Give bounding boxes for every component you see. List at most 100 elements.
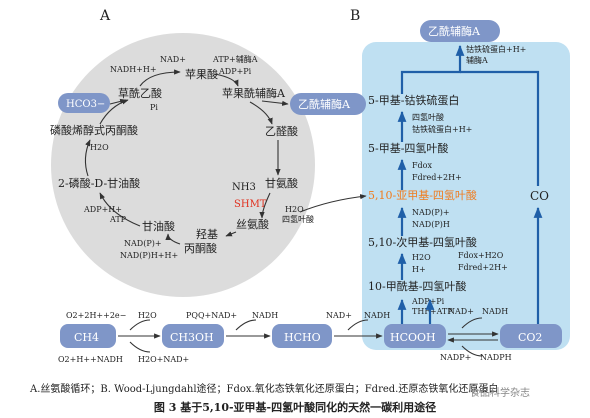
- hcho-node: [272, 324, 332, 348]
- wl-methenyl-thf: 5,10-次甲基-四氢叶酸: [368, 235, 477, 249]
- arrow-oxal-malate: [139, 69, 181, 87]
- cycle-nadh: NADH+H+: [110, 65, 157, 74]
- arrow-hcho-cof-top: [347, 319, 369, 331]
- wood-ljungdahl-background: [362, 42, 570, 350]
- cycle-hydroxypyruvate-2: 丙酮酸: [184, 241, 217, 255]
- cycle-oxaloacetate: 草酰乙酸: [118, 86, 162, 100]
- hcooh-label: HCOOH: [390, 331, 436, 344]
- wl-fd-red: Fdred+2H+: [412, 173, 462, 182]
- cycle-hydroxypyruvate-1: 羟基: [196, 227, 218, 241]
- bottom-nadh-2: NADH: [364, 311, 390, 320]
- wl-formyl-thf: 10-甲酰基-四氢叶酸: [368, 279, 466, 293]
- cycle-adp-pi: ADP+Pi: [218, 67, 252, 76]
- cycle-malate: 苹果酸: [185, 67, 218, 81]
- arrow-acetyl-out: [261, 100, 289, 106]
- cycle-h2o-thf: H2O: [285, 205, 304, 214]
- arrow-ch4-cof-bot: [129, 341, 151, 353]
- arrow-co2-cof-bot: [461, 345, 483, 357]
- hco3-node: [58, 93, 110, 113]
- cycle-pep: 磷酸烯醇式丙酮酸: [50, 123, 138, 137]
- arrow-ch3oh-cof-top: [235, 319, 257, 331]
- wl-coa: 辅酶A: [466, 55, 488, 65]
- cycle-serine: 丝氨酸: [236, 217, 269, 231]
- arrow-malylcoa-glyox: [249, 101, 273, 125]
- arrow-hco3-in: [109, 98, 127, 105]
- wl-fe-s-in: 钴铁硫蛋白+H+: [466, 44, 526, 54]
- ch3oh-label: CH3OH: [170, 331, 214, 344]
- ch4-label: CH4: [74, 331, 99, 344]
- arrow-serine-hp: [225, 231, 237, 237]
- wl-nadph: NAD(P)H: [412, 220, 450, 229]
- panel-a-label: A: [99, 8, 111, 24]
- cycle-nadph: NAD(P)H+H+: [120, 251, 178, 260]
- wl-fd-ox: Fdox: [412, 161, 432, 170]
- arrow-thf-link: [299, 194, 367, 213]
- bottom-o2-in: O2+2H++2e−: [66, 311, 126, 320]
- wl-co-top: [460, 70, 540, 186]
- arrow-hp-glycerate: [165, 233, 181, 245]
- cycle-glyoxylate: 乙醛酸: [265, 124, 298, 138]
- cycle-thf: 四氢叶酸: [282, 214, 314, 224]
- bottom-nadp: NADP+: [440, 353, 471, 362]
- wl-methylfes-top: [400, 44, 465, 94]
- watermark: 食品科学杂志: [470, 388, 530, 399]
- wl-fe-s: 钴铁硫蛋白+H+: [412, 124, 472, 134]
- cycle-h2o-pg: H2O: [90, 143, 109, 152]
- bottom-h2o-1: H2O: [138, 311, 157, 320]
- arrow-hcooh-cof-top: [461, 317, 483, 329]
- acetyl-coa-label-b: 乙酰辅酶A: [428, 24, 481, 38]
- bottom-nad-2: NAD+: [326, 311, 352, 320]
- acetyl-coa-label-a: 乙酰辅酶A: [298, 97, 351, 111]
- cycle-atp-coa: ATP+辅酶A: [212, 54, 258, 64]
- bottom-nadph: NADPH: [480, 353, 512, 362]
- cycle-pi-pep: Pi: [150, 103, 158, 112]
- wl-thf: 四氢叶酸: [412, 112, 444, 122]
- cycle-shmt: SHMT: [234, 199, 267, 210]
- wl-adp-pi: ADP+Pi: [411, 297, 445, 306]
- bottom-nadh-3: NADH: [482, 307, 508, 316]
- cycle-nadp: NAD(P)+: [124, 239, 162, 248]
- ch4-node: [60, 324, 116, 348]
- cycle-adp-h: ADP+H+: [83, 205, 122, 214]
- serine-cycle-background: [51, 33, 315, 297]
- wl-fdred-2h: Fdred+2H+: [458, 263, 508, 272]
- figure-legend: A.丝氨酸循环；B. Wood-Ljungdahl途径；Fdox.氧化态铁氧化还…: [30, 384, 499, 395]
- co2-label: CO2: [518, 331, 542, 344]
- acetyl-coa-node-a: [290, 93, 366, 115]
- wl-h2o: H2O: [412, 253, 431, 262]
- wl-fdox-h2o: Fdox+H2O: [458, 251, 504, 260]
- wl-hplus: H+: [412, 265, 426, 274]
- wl-co: CO: [530, 189, 549, 203]
- acetyl-coa-node-b: [420, 20, 500, 42]
- hcooh-node: [384, 324, 446, 348]
- arrow-glycerate-2pg: [99, 192, 141, 227]
- figure-title: 图 3 基于5,10-亚甲基-四氢叶酸同化的天然一碳利用途径: [153, 401, 437, 414]
- cycle-malyl-coa: 苹果酰辅酶A: [222, 86, 286, 100]
- arrow-ch4-cof-top: [129, 319, 151, 331]
- bottom-nadh-1: NADH: [252, 311, 278, 320]
- panel-b-label: B: [350, 8, 360, 24]
- cycle-nad: NAD+: [160, 55, 186, 64]
- wl-methyl-thf: 5-甲基-四氢叶酸: [368, 141, 448, 155]
- bottom-nad-3: NAD+: [448, 307, 474, 316]
- co2-node: [500, 324, 562, 348]
- hcho-label: HCHO: [284, 331, 321, 344]
- cycle-nh3: NH3: [232, 182, 256, 193]
- wl-methyl-fe-s: 5-甲基-钴铁硫蛋白: [368, 93, 459, 107]
- arrow-2pg-pep: [84, 139, 91, 177]
- cycle-glycine: 甘氨酸: [265, 176, 298, 190]
- wl-methylene-thf: 5,10-亚甲基-四氢叶酸: [368, 188, 477, 202]
- wl-thf-atp: THF+ATP: [412, 307, 453, 316]
- bottom-pqq: PQQ+NAD+: [186, 311, 237, 320]
- cycle-2pg: 2-磷酸-D-甘油酸: [58, 176, 140, 190]
- arrow-malate-malylcoa: [214, 73, 239, 87]
- hco3-label: HCO3−: [66, 99, 105, 110]
- cycle-atp: ATP: [109, 215, 127, 224]
- cycle-glycerate: 甘油酸: [142, 219, 175, 233]
- wl-nadp: NAD(P)+: [412, 208, 450, 217]
- ch3oh-node: [162, 324, 224, 348]
- arrow-glycine-serine: [259, 192, 271, 219]
- bottom-h2o-nad: H2O+NAD+: [138, 355, 189, 364]
- bottom-o2-out: O2+H++NADH: [58, 355, 123, 364]
